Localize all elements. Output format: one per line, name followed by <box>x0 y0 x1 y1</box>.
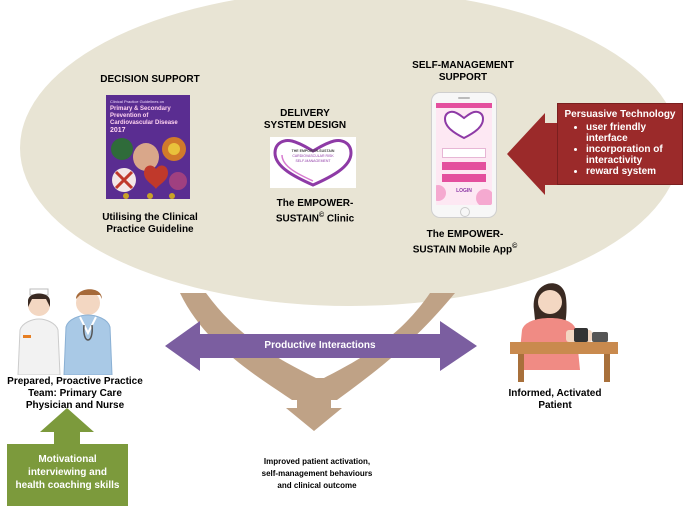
interaction-arrow <box>165 321 477 371</box>
self-management-title: SELF-MANAGEMENT SUPPORT <box>412 60 514 83</box>
persuasive-list: user friendly interface incorporation of… <box>558 122 682 177</box>
convergence-arrow <box>180 293 455 431</box>
persuasive-arrow <box>507 113 557 195</box>
persuasive-item: user friendly interface <box>586 122 682 144</box>
logo-line-3: SELF-MANAGEMENT <box>295 159 331 163</box>
app-deco-circle <box>436 185 446 201</box>
patient-label: Informed, Activated Patient <box>508 388 602 411</box>
app-password-field[interactable] <box>442 162 486 170</box>
decision-support-caption: Utilising the Clinical Practice Guidelin… <box>102 212 198 235</box>
practice-team-label: Prepared, Proactive Practice Team: Prima… <box>7 376 143 411</box>
app-status-bar <box>436 103 492 108</box>
app-heart-icon <box>443 110 485 140</box>
delivery-system-caption: The EMPOWER- SUSTAIN© Clinic <box>275 198 355 225</box>
phone-speaker <box>458 97 470 99</box>
outcome-label: Improved patient activation, self-manage… <box>261 457 373 490</box>
app-username-field[interactable] <box>442 148 486 158</box>
blood-pressure-cuff-icon <box>574 328 588 342</box>
app-deco-circle <box>476 189 492 205</box>
patient-figure <box>510 283 618 382</box>
phone-screen: LOGIN <box>436 103 492 205</box>
app-extra-field[interactable] <box>442 174 486 182</box>
empower-sustain-logo: THE EMPOWER-SUSTAIN CARDIOVASCULAR RISK … <box>270 137 356 188</box>
delivery-system-title: DELIVERY SYSTEM DESIGN <box>263 108 347 131</box>
persuasive-technology-box: Persuasive Technology user friendly inte… <box>557 103 683 185</box>
nurse-figure <box>17 288 61 375</box>
book-title-2: Prevention of <box>110 113 149 119</box>
logo-line-1: THE EMPOWER-SUSTAIN <box>291 149 335 153</box>
app-login-button[interactable]: LOGIN <box>456 188 472 194</box>
book-title-3: Cardiovascular Disease <box>110 120 178 126</box>
decision-support-title: DECISION SUPPORT <box>100 74 200 85</box>
patient-illustration <box>510 283 618 382</box>
practice-team-illustration <box>17 288 113 375</box>
skills-box: Motivational interviewing and health coa… <box>7 444 128 506</box>
logo-line-2: CARDIOVASCULAR RISK <box>292 154 334 158</box>
productive-interactions-label: Productive Interactions <box>264 340 376 351</box>
heart-logo-icon <box>273 139 353 187</box>
persuasive-item: reward system <box>586 166 682 177</box>
book-title-1: Primary & Secondary <box>110 106 171 112</box>
self-management-caption: The EMPOWER- SUSTAIN Mobile App© <box>412 229 518 256</box>
phone-home-button <box>460 207 470 217</box>
book-illustration <box>111 137 187 199</box>
mobile-app-phone: LOGIN <box>431 92 497 218</box>
persuasive-title: Persuasive Technology <box>564 109 676 120</box>
book-header: Clinical Practice Guidelines on <box>110 99 165 104</box>
cpg-book-cover: Clinical Practice Guidelines on Primary … <box>106 95 190 199</box>
persuasive-item: incorporation of interactivity <box>586 144 682 166</box>
skills-arrow <box>40 408 94 444</box>
book-year: 2017 <box>110 127 126 134</box>
physician-figure <box>63 289 113 375</box>
